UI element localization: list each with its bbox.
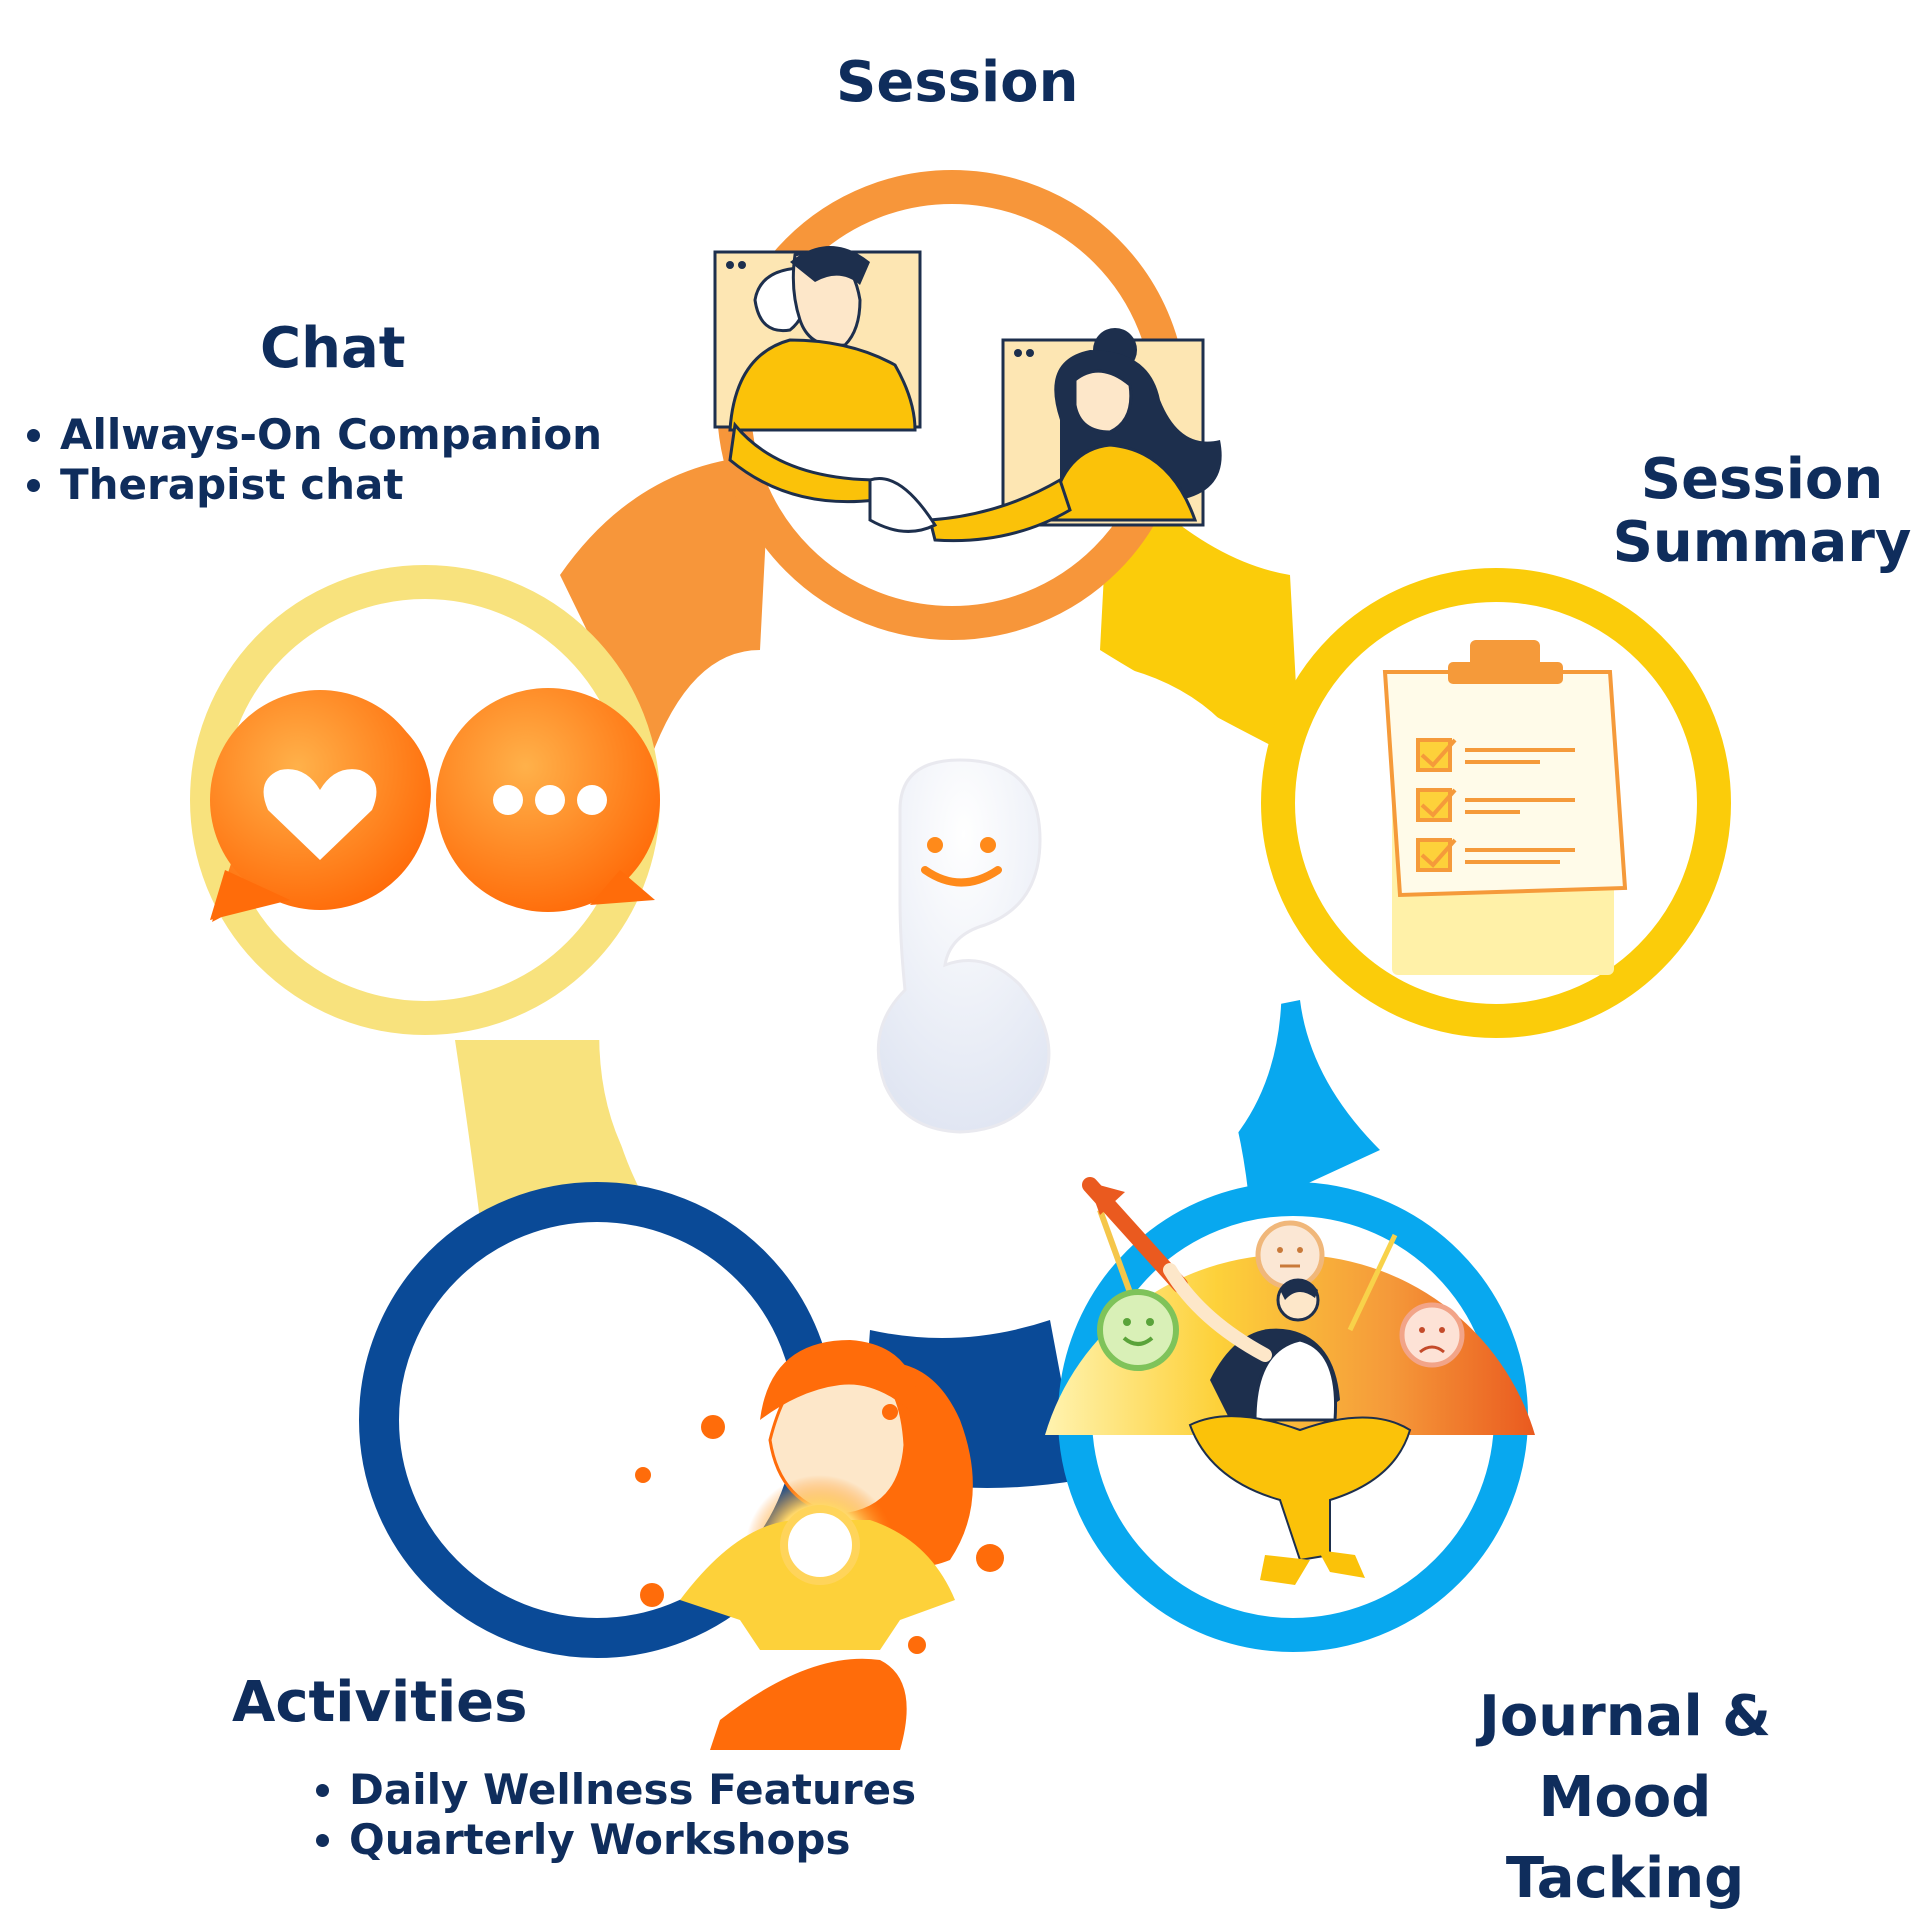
activities-bullet-item: Quarterly Workshops — [349, 1815, 916, 1865]
sad-face-icon — [1399, 1302, 1465, 1368]
journal-title-line: Journal & Mood — [1479, 1684, 1771, 1831]
neutral-face-icon — [1255, 1220, 1325, 1290]
activities-bullet-list: Daily Wellness Features Quarterly Worksh… — [297, 1765, 916, 1866]
chat-bullet-item: Allways-On Companion — [60, 410, 602, 460]
happy-face-icon — [1097, 1289, 1179, 1371]
video-call-handshake-illustration-icon — [713, 246, 1222, 543]
connector-session-summary — [1100, 460, 1300, 760]
journal-title-line: Tacking — [1505, 1846, 1745, 1912]
mood-meter-illustration-icon — [1045, 1177, 1535, 1585]
summary-title-line: Summary — [1612, 509, 1912, 575]
session-title: Session — [836, 50, 1079, 115]
connector-session-chat — [560, 455, 770, 760]
journal-title: Journal & Mood Tacking — [1390, 1676, 1860, 1920]
summary-title-line: Session — [1640, 447, 1884, 512]
activities-bullet-item: Daily Wellness Features — [349, 1765, 916, 1815]
clipboard-checklist-icon — [1382, 640, 1628, 975]
chat-title: Chat — [260, 316, 406, 381]
checklist-items — [1416, 738, 1575, 872]
smiling-speech-bubble-logo-icon — [876, 758, 1051, 1134]
activities-title: Activities — [232, 1670, 528, 1735]
chat-bullet-item: Therapist chat — [60, 460, 602, 510]
chat-bullet-list: Allways-On Companion Therapist chat — [8, 410, 602, 511]
flower-icons — [635, 1404, 1004, 1654]
chat-bubbles-icon — [210, 688, 660, 922]
connector-activities-chat — [455, 1040, 640, 1220]
summary-title: Session Summary — [1612, 447, 1912, 575]
wellness-woman-illustration-icon — [635, 1340, 1004, 1750]
